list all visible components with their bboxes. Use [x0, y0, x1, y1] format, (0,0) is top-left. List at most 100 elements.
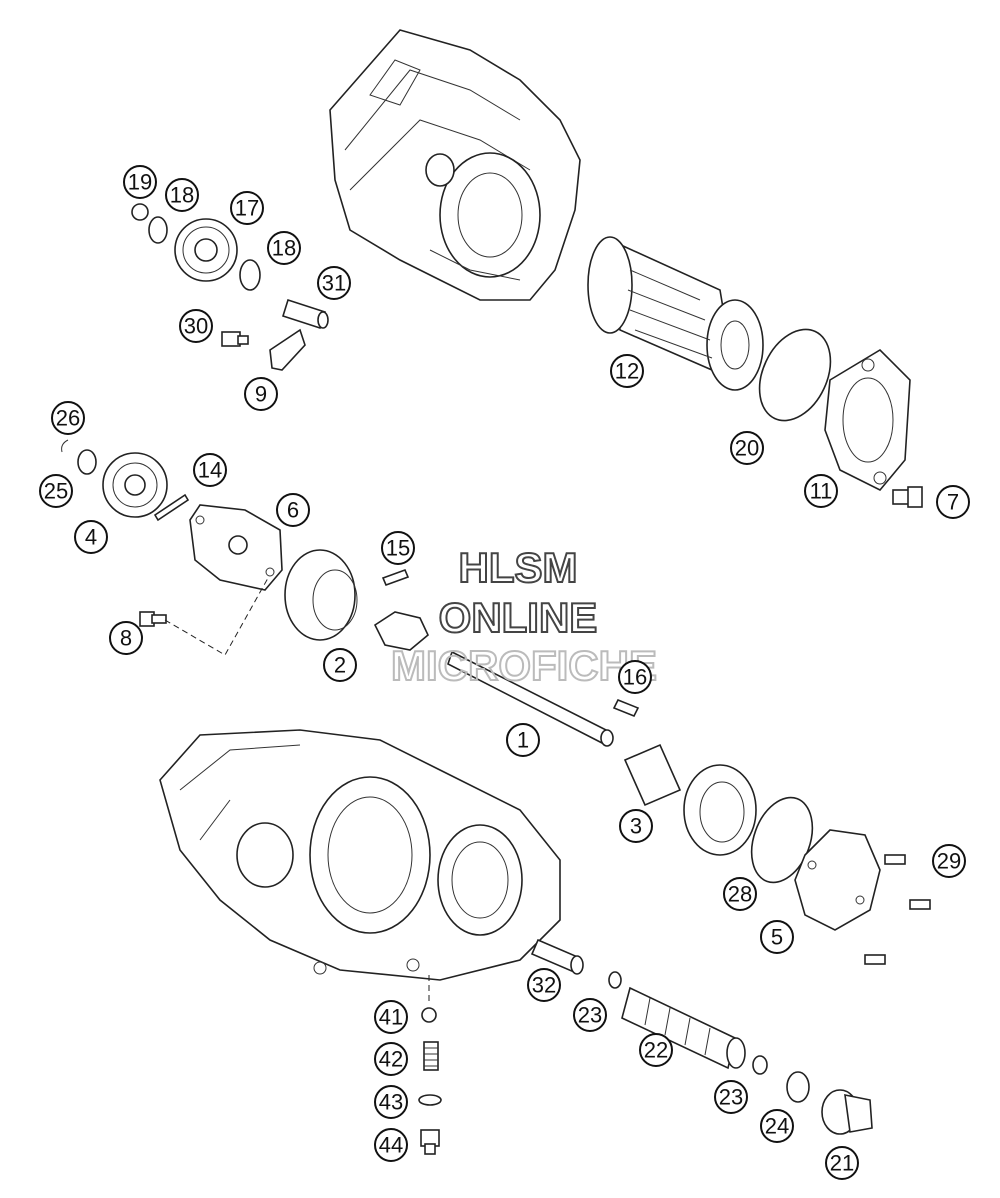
callout-29-label: 29	[937, 849, 961, 874]
callout-28: 28	[723, 877, 757, 911]
valve-32	[530, 938, 584, 975]
cover-screws	[864, 854, 931, 965]
gear-assembly-lower	[61, 439, 168, 518]
gear-assembly-upper	[131, 203, 261, 291]
callout-19-label: 19	[128, 170, 152, 195]
callout-3: 3	[619, 809, 653, 843]
callout-16: 16	[618, 660, 652, 694]
pin-15	[381, 568, 410, 587]
callout-43-label: 43	[379, 1090, 403, 1115]
callout-44: 44	[374, 1128, 408, 1162]
rotor-cover	[794, 829, 881, 931]
callout-6-label: 6	[287, 498, 299, 523]
callout-7: 7	[936, 485, 970, 519]
callout-2: 2	[323, 648, 357, 682]
callout-18-right: 18	[267, 231, 301, 265]
callout-18-right-label: 18	[272, 236, 296, 261]
callout-labels: 1 2 3 4 5 6 7 8 9 11 12 14 15 16 17 18 1…	[39, 165, 970, 1180]
callout-19: 19	[123, 165, 157, 199]
callout-14-label: 14	[198, 458, 222, 483]
callout-25-label: 25	[44, 479, 68, 504]
callout-8: 8	[109, 621, 143, 655]
filter-o-ring	[758, 328, 832, 422]
callout-41-label: 41	[379, 1005, 403, 1030]
callout-31-label: 31	[322, 271, 346, 296]
bypass-valve-parts	[418, 975, 442, 1155]
pin-16	[612, 698, 640, 718]
callout-12-label: 12	[615, 359, 639, 384]
callout-25: 25	[39, 474, 73, 508]
callout-42: 42	[374, 1042, 408, 1076]
callout-26: 26	[51, 401, 85, 435]
callout-21: 21	[825, 1146, 859, 1180]
rotor-set	[623, 743, 757, 856]
upper-crankcase	[329, 29, 581, 301]
callout-4-label: 4	[85, 525, 97, 550]
callout-14: 14	[193, 453, 227, 487]
callout-23-left: 23	[573, 998, 607, 1032]
callout-11: 11	[804, 474, 838, 508]
callout-30: 30	[179, 309, 213, 343]
callout-15-label: 15	[386, 536, 410, 561]
callout-24: 24	[760, 1109, 794, 1143]
callout-30-label: 30	[184, 314, 208, 339]
callout-32-label: 32	[532, 973, 556, 998]
callout-4: 4	[74, 520, 108, 554]
watermark-line-2: ONLINE	[439, 594, 598, 641]
pump-shaft	[447, 650, 614, 747]
callout-29: 29	[932, 844, 966, 878]
callout-9: 9	[244, 377, 278, 411]
callout-20: 20	[730, 431, 764, 465]
callout-23-left-label: 23	[578, 1003, 602, 1028]
callout-43: 43	[374, 1085, 408, 1119]
watermark: HLSM ONLINE MICROFICHE	[390, 543, 658, 690]
callout-18-top-label: 18	[170, 183, 194, 208]
lower-crankcase	[159, 729, 561, 981]
callout-41: 41	[374, 1000, 408, 1034]
pump-housing	[284, 549, 429, 651]
filter-cover-bolt	[892, 486, 923, 508]
callout-20-label: 20	[735, 436, 759, 461]
callout-1-label: 1	[517, 728, 529, 753]
callout-22: 22	[639, 1033, 673, 1067]
callout-5: 5	[760, 920, 794, 954]
callout-3-label: 3	[630, 814, 642, 839]
pump-cover	[189, 504, 283, 591]
callout-2-label: 2	[334, 653, 346, 678]
drain-plug	[821, 1089, 873, 1135]
callout-23-right: 23	[714, 1080, 748, 1114]
callout-24-label: 24	[765, 1114, 789, 1139]
callout-9-label: 9	[255, 382, 267, 407]
filter-cover	[824, 348, 911, 491]
callout-42-label: 42	[379, 1047, 403, 1072]
oil-strainer	[608, 971, 810, 1103]
callout-18-top: 18	[165, 178, 199, 212]
callout-12: 12	[610, 354, 644, 388]
pin-14	[153, 493, 190, 522]
callout-31: 31	[317, 266, 351, 300]
callout-21-label: 21	[830, 1151, 854, 1176]
watermark-line-1: HLSM	[459, 544, 578, 591]
callout-32: 32	[527, 968, 561, 1002]
callout-7-label: 7	[947, 490, 959, 515]
rotor-o-ring	[750, 796, 814, 884]
callout-6: 6	[276, 493, 310, 527]
oil-filter	[587, 236, 764, 391]
callout-1: 1	[506, 723, 540, 757]
callout-44-label: 44	[379, 1133, 403, 1158]
callout-16-label: 16	[623, 665, 647, 690]
callout-23-right-label: 23	[719, 1085, 743, 1110]
watermark-line-3: MICROFICHE	[391, 642, 657, 689]
callout-17: 17	[230, 191, 264, 225]
callout-26-label: 26	[56, 406, 80, 431]
callout-22-label: 22	[644, 1038, 668, 1063]
callout-11-label: 11	[810, 479, 833, 504]
callout-5-label: 5	[771, 925, 783, 950]
pump-cover-bolt	[139, 577, 269, 656]
callout-28-label: 28	[728, 882, 752, 907]
small-parts-upper	[221, 298, 329, 371]
callout-8-label: 8	[120, 626, 132, 651]
callout-17-label: 17	[235, 196, 259, 221]
callout-15: 15	[381, 531, 415, 565]
